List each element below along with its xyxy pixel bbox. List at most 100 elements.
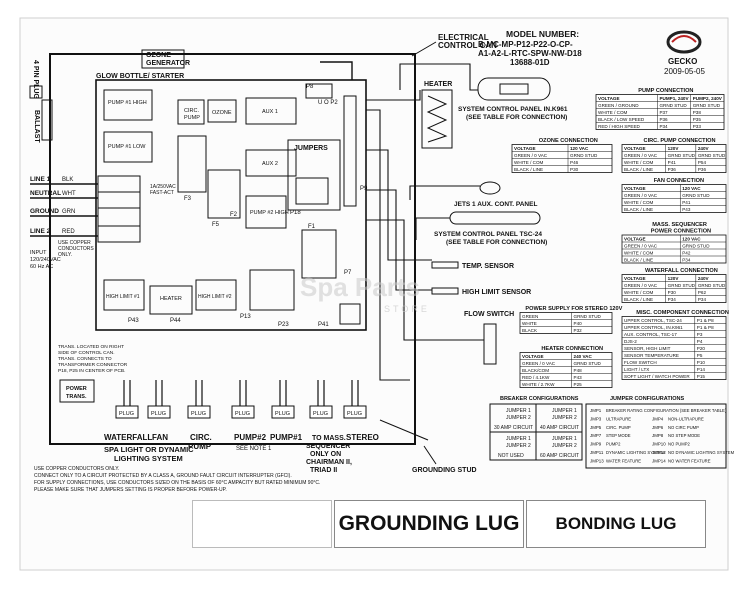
fuse-f1: F1 (308, 224, 316, 230)
temp-sensor-icon (431, 261, 459, 269)
grounding-lug-label: GROUNDING LUG (334, 500, 524, 548)
control-can-outline (49, 53, 416, 445)
input-label-2: 120/240VAC (30, 257, 61, 263)
table-7-cell: P10 (697, 360, 706, 365)
table-6-frame (519, 312, 613, 334)
table-4-title: POWER CONNECTION (651, 229, 711, 235)
to-mass-2: SEQUENCER (306, 443, 350, 450)
circ-pump-label-1: CIRC. (190, 433, 212, 442)
brand-name: GECKO (668, 57, 697, 66)
aux1-label: AUX 1 (262, 109, 278, 115)
plug-label-2: PLUG (151, 411, 166, 417)
grn-label: GRN (62, 209, 75, 215)
jumper-id: JMP5 (590, 425, 602, 430)
table-2-cell: GREEN / 0 VAC (624, 153, 658, 158)
breaker-not-used: NOT USED (498, 453, 524, 459)
temp-sensor-label: TEMP. SENSOR (462, 263, 514, 270)
grounding-stud-leader (423, 445, 437, 465)
electrical-can-label-2: CONTROL CAN (438, 41, 497, 50)
table-8-cell: WHITE / 2.7KW (522, 382, 555, 387)
jumper-id: JMP9 (590, 442, 602, 447)
table-2-cell: P36 (668, 167, 677, 172)
heater-element (421, 89, 453, 149)
table-2-cell: 120V (668, 146, 680, 151)
breaker-60a: 60 AMP CIRCUIT (540, 453, 579, 459)
table-7-cell: P14 (697, 367, 706, 372)
table-2-title: CIRC. PUMP CONNECTION (644, 138, 716, 144)
table-0-cell: GREEN / GROUND (598, 103, 639, 108)
to-mass-5: TRIAD II (310, 467, 337, 474)
table-7-frame (621, 316, 727, 380)
heater-label: HEATER (424, 81, 452, 88)
ozone-label-2: GENERATOR (146, 60, 190, 67)
note-line-3: FOR SUPPLY CONNECTIONS, USE CONDUCTORS S… (34, 480, 320, 486)
ballast-body (41, 99, 53, 141)
power-trans-box (59, 379, 95, 403)
table-3-cell: BLACK / LINE (624, 207, 653, 212)
table-5-cell: VOLTAGE (624, 276, 646, 281)
table-7-cell: UPPER CONTROL, TSC-24 (624, 318, 682, 323)
input-label-3: 60 Hz AC (30, 264, 53, 270)
jumper-desc: NO WATER FEATURE (668, 458, 711, 463)
model-line-3: 13688-01D (510, 58, 550, 67)
high-limit-icon (431, 287, 459, 295)
panel-k961-icon (477, 77, 551, 101)
table-3-cell: P41 (682, 200, 691, 205)
p41-label: P41 (318, 322, 329, 328)
panel-tsc24-label-1: SYSTEM CONTROL PANEL TSC-24 (434, 231, 542, 238)
jumper-id: JMP13 (590, 458, 604, 463)
blank-label-strip (192, 500, 332, 548)
table-8-cell: P43 (574, 375, 583, 380)
jumper-desc: BREAKER RATING CONFIGURATION (SEE BREAKE… (606, 408, 727, 413)
to-mass-4: CHAIRMAN II, (306, 459, 352, 466)
table-8-cell: 240 VAC (574, 354, 593, 359)
uop-label: U O P2 (318, 100, 338, 106)
table-6-cell: GRND STUD (574, 314, 602, 319)
table-1-cell: BLACK / LINE (514, 167, 543, 172)
waterfall-label: WATERFALL (104, 433, 152, 442)
four-pin-plug-label: 4 PIN PLUG (32, 60, 39, 99)
table-1-title: OZONE CONNECTION (539, 138, 598, 144)
p7-label: P7 (344, 270, 352, 276)
blk-label: BLK (62, 177, 73, 183)
table-1-cell: VOLTAGE (514, 146, 536, 151)
date-label: 2009-05-05 (664, 67, 705, 76)
middle-wires (366, 63, 484, 441)
copper-note-1: USE COPPER (58, 240, 91, 246)
table-0-cell: PUMP2, 240V (693, 96, 723, 101)
plug-label-4: PLUG (235, 411, 250, 417)
table-7-cell: DJS-2 (624, 339, 637, 344)
electrical-can-label: ELECTRICAL (438, 33, 489, 42)
bottom-wires (123, 380, 359, 406)
table-3-cell: P43 (682, 207, 691, 212)
breaker-j1-c: JUMPER 1 (506, 436, 531, 442)
aux2-label: AUX 2 (262, 161, 278, 167)
panel-k961-screen (499, 83, 529, 95)
jumper-desc: DYNAMIC LIGHTING SYSTEM (606, 450, 665, 455)
power-trans-label-2: TRANS. (66, 394, 87, 400)
table-8-cell: GRND STUD (574, 361, 602, 366)
table-4-cell: GREEN / 0 VAC (624, 243, 658, 248)
high-limit2-label: HIGH LIMIT #2 (198, 294, 232, 300)
table-5-cell: GRND STUD (668, 283, 696, 288)
pump1-label: PUMP#1 (270, 433, 303, 442)
table-0-cell: P36 (659, 117, 668, 122)
table-5-cell: P62 (698, 290, 707, 295)
table-4-cell: VOLTAGE (624, 236, 646, 241)
input-terminal-block (97, 175, 141, 243)
jumper-id: JMP7 (590, 433, 602, 438)
jumper-desc: NON-ULTRAPURE (668, 416, 704, 421)
wht-label: WHT (62, 191, 76, 197)
model-number-title: MODEL NUMBER: (506, 29, 579, 39)
jumper-id: JMP8 (652, 433, 664, 438)
note-line-4: PLEASE MAKE SURE THAT JUMPERS SETTING IS… (34, 487, 227, 493)
table-8-cell: BLACK/COM (522, 368, 549, 373)
jumper-desc: NO STEP MODE (668, 433, 700, 438)
table-6-cell: P40 (574, 321, 583, 326)
line1-label: LINE 1 (30, 176, 51, 183)
ballast-label: BALLAST (33, 110, 40, 143)
breaker-j1-a: JUMPER 1 (506, 408, 531, 414)
to-mass-1: TO MASS. (312, 435, 346, 442)
four-pin-plug (29, 85, 43, 99)
note-line-1: USE COPPER CONDUCTORS ONLY. (34, 466, 119, 472)
